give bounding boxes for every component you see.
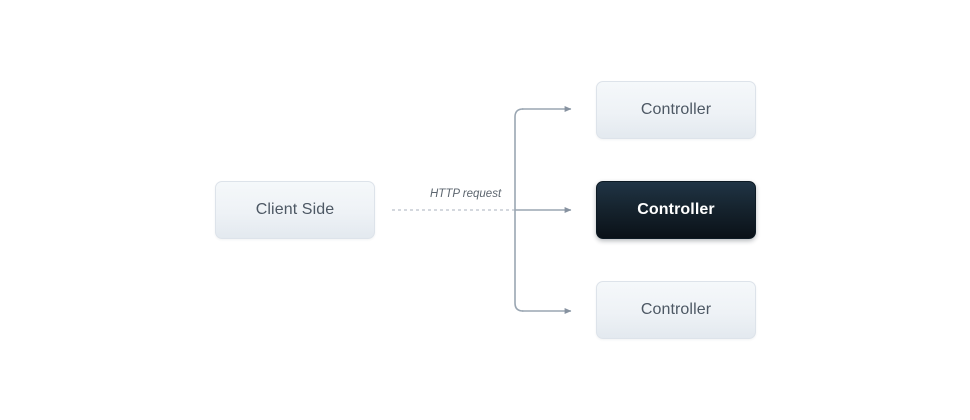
node-controller-2-highlighted[interactable]: Controller (596, 181, 756, 239)
edge-trunk-spine (514, 108, 524, 312)
node-controller-3[interactable]: Controller (596, 281, 756, 339)
node-controller-1[interactable]: Controller (596, 81, 756, 139)
node-controller-1-label: Controller (640, 101, 712, 118)
node-controller-3-label: Controller (640, 301, 712, 318)
node-controller-2-label: Controller (637, 201, 715, 218)
node-client-side[interactable]: Client Side (215, 181, 375, 239)
edge-label-http-request: HTTP request (430, 188, 502, 200)
node-client-side-label: Client Side (255, 201, 335, 218)
